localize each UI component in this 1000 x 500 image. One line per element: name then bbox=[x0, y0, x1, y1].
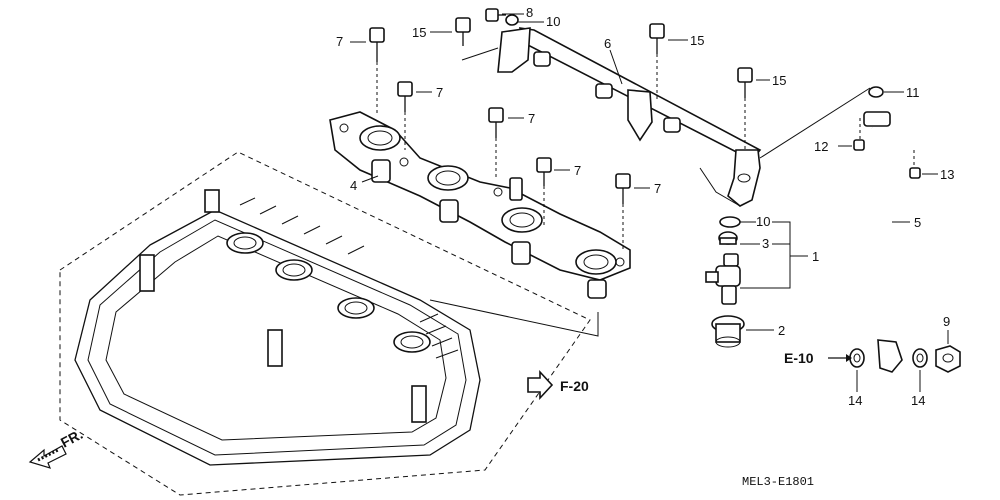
sealing-washer-10b bbox=[912, 348, 928, 368]
diagram-code: MEL3-E1801 bbox=[742, 475, 814, 489]
f20-arrow-icon bbox=[527, 369, 554, 401]
front-arrow-icon bbox=[28, 445, 67, 469]
ref-e10: E-10 bbox=[784, 350, 814, 366]
callout-11: 10 bbox=[546, 14, 560, 29]
callout-8: 8 bbox=[526, 5, 533, 20]
injector-cushion-2 bbox=[711, 315, 745, 348]
callout-15a: 15 bbox=[412, 25, 426, 40]
callout-15c: 15 bbox=[772, 73, 786, 88]
callout-5: 5 bbox=[914, 215, 921, 230]
callout-6: 6 bbox=[604, 36, 611, 51]
e10-arrow bbox=[828, 354, 852, 362]
callout-7b: 7 bbox=[436, 85, 443, 100]
callout-10a: 14 bbox=[848, 393, 862, 408]
flange-bolt-15a bbox=[455, 17, 471, 46]
callout-2: 2 bbox=[778, 323, 785, 338]
seal-ring-3 bbox=[718, 231, 738, 245]
callout-7e: 7 bbox=[654, 181, 661, 196]
callout-7a: 7 bbox=[336, 34, 343, 49]
flange-bolt-7e bbox=[615, 173, 631, 250]
o-ring-12 bbox=[719, 216, 741, 228]
fuel-rail bbox=[497, 27, 762, 207]
flange-bolt-7b bbox=[397, 81, 413, 150]
ref-f20: F-20 bbox=[560, 378, 589, 394]
leader-lines bbox=[350, 13, 949, 392]
callout-1: 1 bbox=[812, 249, 819, 264]
cylinder-head-cover bbox=[59, 151, 591, 496]
callout-3: 3 bbox=[762, 236, 769, 251]
callout-7d: 7 bbox=[574, 163, 581, 178]
callout-12: 10 bbox=[756, 214, 770, 229]
callout-9: 9 bbox=[943, 314, 950, 329]
flange-bolt-15c bbox=[737, 67, 753, 150]
callout-7c: 7 bbox=[528, 111, 535, 126]
flange-bolt-15b bbox=[649, 23, 665, 100]
callout-14b: 13 bbox=[940, 167, 954, 182]
washer-11 bbox=[505, 14, 519, 26]
callout-4: 4 bbox=[350, 178, 357, 193]
bolt-9 bbox=[935, 345, 961, 373]
bolt-8 bbox=[485, 8, 506, 22]
flange-bolt-7c bbox=[488, 107, 504, 180]
callout-10b: 14 bbox=[911, 393, 925, 408]
o-ring-13 bbox=[868, 86, 884, 98]
callout-13: 11 bbox=[906, 85, 920, 100]
callout-15b: 15 bbox=[690, 33, 704, 48]
bolt-14b bbox=[909, 150, 921, 179]
sealing-washer-10a bbox=[849, 348, 865, 368]
fuel-injector-1 bbox=[705, 253, 741, 305]
bolt-14a bbox=[853, 118, 865, 151]
flange-bolt-7a bbox=[369, 27, 385, 116]
fuel-feed-hose-5 bbox=[863, 111, 903, 373]
callout-14a: 12 bbox=[814, 139, 828, 154]
flange-bolt-7d bbox=[536, 157, 552, 228]
intake-manifold bbox=[329, 111, 631, 299]
